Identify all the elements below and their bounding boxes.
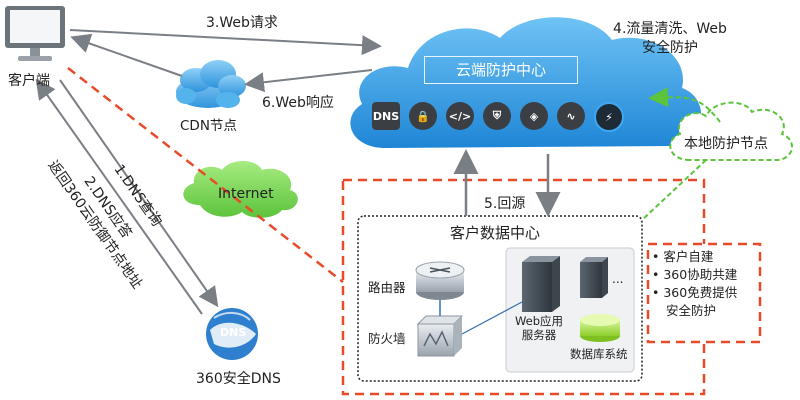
arrow-cloud-to-cdn [244,69,373,93]
option-item: • 360免费提供 [652,285,738,300]
internet-label: Internet [218,186,274,202]
local-node-cloud [669,101,793,161]
option-item: • 客户自建 [652,249,714,264]
dns-icon: DNS [372,102,400,130]
dns-badge: DNS [220,326,247,339]
monitor-icon: ∿ [557,102,585,130]
server-2-icon [580,257,608,298]
cdn-cloud [176,60,246,108]
internet-cloud [183,161,298,218]
server-ellipsis: ... [612,272,624,286]
cloud-center-title: 云端防护中心 [424,56,578,84]
option-item-cont: 安全防护 [666,303,717,318]
web-server-label: Web应用 服务器 [514,314,564,342]
step4-line2: 安全防护 [642,40,698,56]
code-icon: </> [446,102,474,130]
database-icon [580,314,620,342]
options-list: • 客户自建 • 360协助共建 • 360免费提供 安全防护 [652,248,760,340]
step5-label: 5.回源 [484,196,526,212]
arrow-web-request [69,29,382,56]
step4-label: 4.流量清洗、Web 安全防护 [610,20,730,58]
virus-shield-icon: ⛨ [483,102,511,130]
green-link-datacenter [641,159,707,221]
cdn-label: CDN节点 [180,118,237,134]
link-firewall-server [461,301,523,335]
lock-icon: 🔒 [409,102,437,130]
client-computer-icon [5,6,65,61]
firewall-label: 防火墙 [368,331,406,346]
router-icon [415,261,465,300]
options-box [646,242,762,344]
arrow-cdn-to-client [70,33,183,77]
arrow-dns-query [59,79,219,308]
dns-label: 360安全DNS [196,371,281,387]
web-server-line1: Web应用 [514,314,564,328]
firewall-icon [416,315,464,357]
step4-line1: 4.流量清洗、Web [613,21,727,37]
dns-globe-icon [206,308,258,360]
db-label: 数据库系统 [570,347,628,361]
client-label: 客户端 [8,73,50,89]
datacenter-title: 客户数据中心 [449,224,540,242]
web-server-line2: 服务器 [521,328,557,342]
arrow-dns-response [35,78,203,315]
router-label: 路由器 [368,280,406,295]
web-server-icon [522,256,560,312]
local-node-label: 本地防护节点 [684,136,768,152]
lightning-icon: ⚡ [594,102,624,132]
shield-icon: ◈ [520,102,548,130]
step3-label: 3.Web请求 [206,15,278,31]
step6-label: 6.Web响应 [262,95,334,111]
green-link-cloud [648,87,721,123]
option-item: • 360协助共建 [652,267,738,282]
dashed-client-to-datacenter [67,67,344,283]
